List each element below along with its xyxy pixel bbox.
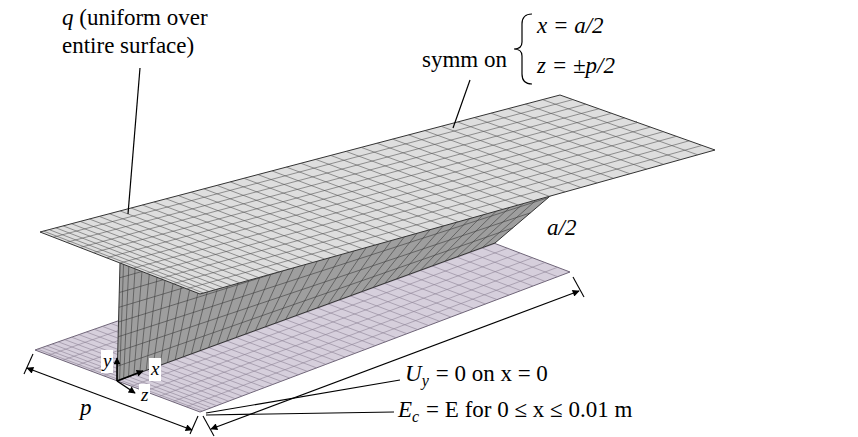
label-group: symm on <box>422 46 507 74</box>
x-axis <box>117 371 143 381</box>
label-text: U <box>405 361 422 386</box>
label-text: = 0 on x = 0 <box>436 361 548 386</box>
y-axis <box>116 358 118 381</box>
label-group: a/2 <box>545 214 578 242</box>
modulus-leader <box>206 412 394 415</box>
stiffener-flange <box>40 95 715 294</box>
label-text: c <box>412 408 419 425</box>
brace <box>514 14 532 84</box>
label-group: z = ±p/2 <box>537 52 615 80</box>
label-group: p <box>80 394 92 422</box>
z-axis <box>117 381 135 393</box>
bc-leader <box>206 380 400 413</box>
label-group: q(uniform over entire surface) <box>62 4 252 59</box>
label-text: x <box>151 358 159 379</box>
label-text: z <box>141 384 148 405</box>
label-text: x = a/2 <box>537 13 604 38</box>
label-text: = E for 0 ≤ x ≤ 0.01 m <box>426 397 632 422</box>
label-group: y <box>101 350 113 373</box>
label-text: z = ±p/2 <box>537 53 615 78</box>
label-text: q <box>62 5 74 30</box>
label-text: symm on <box>422 47 507 72</box>
extension-line <box>573 277 584 297</box>
label-group: z <box>139 384 150 407</box>
label-group: Ec = E for 0 ≤ x ≤ 0.01 m <box>398 396 632 426</box>
label-group: x <box>149 358 161 381</box>
label-text: E <box>398 397 412 422</box>
stiffener-flange-grid <box>44 100 703 293</box>
symm-leader <box>453 80 470 128</box>
load-leader <box>128 68 140 214</box>
label-text: y <box>422 372 429 389</box>
label-text: (uniform over entire surface) <box>62 5 208 58</box>
leader-lines <box>128 14 532 415</box>
extension-line <box>24 354 33 374</box>
label-text: a/2 <box>547 215 576 240</box>
fe-mesh <box>35 95 715 412</box>
extension-line <box>190 416 198 434</box>
label-text: y <box>103 350 111 371</box>
label-group: x = a/2 <box>537 12 604 40</box>
label-group: Uy = 0 on x = 0 <box>405 360 548 390</box>
dimension-line <box>27 368 192 430</box>
extension-line <box>203 416 214 436</box>
label-text: p <box>80 395 92 420</box>
